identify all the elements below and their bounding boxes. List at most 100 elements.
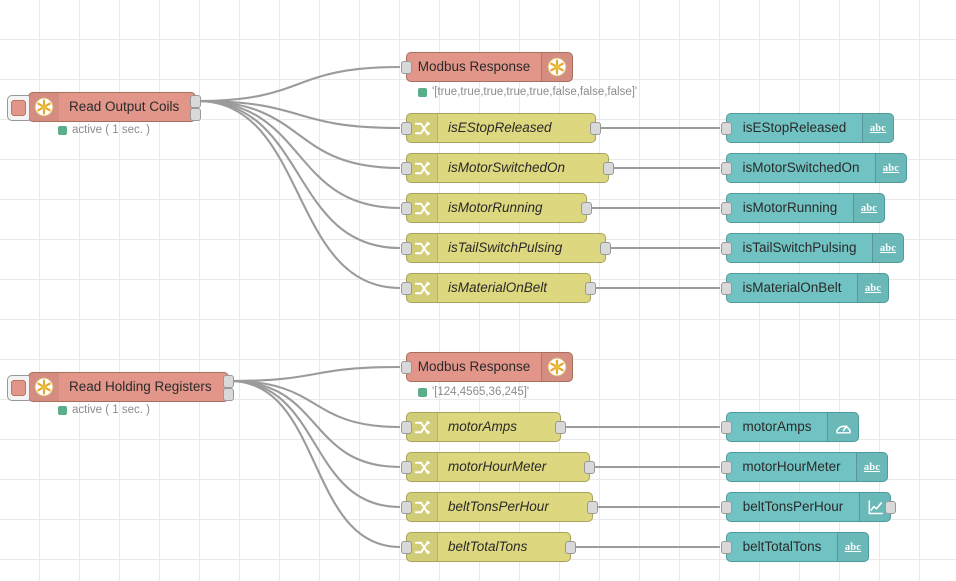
change-swap-icon — [414, 499, 430, 515]
abc-text-icon: abc — [869, 122, 887, 134]
status-text: active ( 1 sec. ) — [72, 404, 150, 416]
change-swap-icon-wrap — [407, 234, 438, 262]
change-node-isEStopReleased[interactable]: isEStopReleased — [401, 113, 601, 143]
modbus-asterisk-icon-wrap — [29, 373, 59, 401]
abc-text-icon-wrap: abc — [872, 234, 903, 262]
status-dot-icon — [418, 87, 427, 97]
wire — [229, 379, 401, 429]
wire — [229, 379, 401, 509]
node-input-port[interactable] — [401, 282, 412, 295]
ui-node-beltTonsPerHour[interactable]: beltTonsPerHour — [721, 492, 896, 522]
node-output-port[interactable] — [223, 375, 234, 388]
node-input-port[interactable] — [721, 122, 732, 135]
change-swap-icon — [414, 200, 430, 216]
node-label: beltTotalTons — [742, 539, 822, 554]
change-node-motorAmps[interactable]: motorAmps — [401, 412, 566, 442]
status-dot-icon — [58, 125, 67, 135]
node-label: beltTonsPerHour — [742, 499, 844, 514]
node-output-port[interactable] — [581, 202, 592, 215]
abc-text-icon-wrap: abc — [856, 453, 887, 481]
change-node-isMotorSwitchedOn[interactable]: isMotorSwitchedOn — [401, 153, 614, 183]
node-trigger-button[interactable] — [7, 95, 30, 121]
response-node-registers[interactable]: Modbus Response — [401, 352, 573, 382]
change-node-isMotorRunning[interactable]: isMotorRunning — [401, 193, 592, 223]
node-output-port[interactable] — [885, 501, 896, 514]
node-output-port[interactable] — [590, 122, 601, 135]
node-button-glyph — [11, 380, 26, 396]
source-node-registers[interactable]: Read Holding Registers — [7, 372, 234, 402]
node-input-port[interactable] — [401, 202, 412, 215]
node-input-port[interactable] — [721, 162, 732, 175]
ui-node-beltTotalTons[interactable]: beltTotalTons abc — [721, 532, 869, 562]
change-node-isMaterialOnBelt[interactable]: isMaterialOnBelt — [401, 273, 596, 303]
change-node-beltTonsPerHour[interactable]: beltTonsPerHour — [401, 492, 598, 522]
node-output-port[interactable] — [585, 282, 596, 295]
node-output-port[interactable] — [190, 95, 201, 108]
ui-node-motorAmps[interactable]: motorAmps — [721, 412, 859, 442]
node-input-port[interactable] — [721, 282, 732, 295]
node-input-port[interactable] — [401, 242, 412, 255]
response-status-coils: '[true,true,true,true,true,false,false,f… — [418, 86, 637, 98]
modbus-asterisk-icon-wrap — [541, 353, 572, 381]
response-node-coils[interactable]: Modbus Response — [401, 52, 573, 82]
node-input-port[interactable] — [401, 61, 412, 74]
status-dot-icon — [418, 387, 427, 397]
modbus-asterisk-icon — [34, 377, 54, 397]
node-input-port[interactable] — [721, 541, 732, 554]
node-input-port[interactable] — [721, 242, 732, 255]
line-chart-icon — [868, 499, 883, 514]
node-label: Modbus Response — [417, 59, 531, 74]
node-output-port[interactable] — [603, 162, 614, 175]
node-output-port[interactable] — [584, 461, 595, 474]
node-output-port[interactable] — [587, 501, 598, 514]
line-chart-icon-wrap — [859, 493, 890, 521]
node-input-port[interactable] — [401, 421, 412, 434]
change-swap-icon-wrap — [407, 114, 438, 142]
change-node-isTailSwitchPulsing[interactable]: isTailSwitchPulsing — [401, 233, 611, 263]
abc-text-icon-wrap: abc — [862, 114, 893, 142]
node-input-port[interactable] — [401, 361, 412, 374]
wire — [196, 99, 401, 250]
ui-node-isTailSwitchPulsing[interactable]: isTailSwitchPulsing abc — [721, 233, 904, 263]
node-input-port[interactable] — [401, 541, 412, 554]
node-output-port[interactable] — [223, 388, 234, 401]
node-input-port[interactable] — [401, 162, 412, 175]
change-swap-icon — [414, 459, 430, 475]
node-input-port[interactable] — [721, 461, 732, 474]
node-output-port[interactable] — [565, 541, 576, 554]
node-input-port[interactable] — [721, 421, 732, 434]
change-node-motorHourMeter[interactable]: motorHourMeter — [401, 452, 595, 482]
source-status-registers: active ( 1 sec. ) — [58, 404, 150, 416]
abc-text-icon-wrap: abc — [875, 154, 906, 182]
change-node-beltTotalTons[interactable]: beltTotalTons — [401, 532, 576, 562]
abc-text-icon: abc — [879, 242, 897, 254]
node-output-port[interactable] — [555, 421, 566, 434]
node-input-port[interactable] — [401, 461, 412, 474]
node-label: motorHourMeter — [448, 459, 547, 474]
wire — [196, 99, 401, 170]
wire — [229, 365, 401, 383]
node-output-port[interactable] — [190, 108, 201, 121]
node-trigger-button[interactable] — [7, 375, 30, 401]
node-input-port[interactable] — [721, 202, 732, 215]
wire — [196, 99, 401, 290]
modbus-asterisk-icon-wrap — [541, 53, 572, 81]
abc-text-icon: abc — [844, 541, 862, 553]
node-output-port[interactable] — [600, 242, 611, 255]
status-text: '[true,true,true,true,true,false,false,f… — [432, 86, 638, 98]
node-input-port[interactable] — [401, 122, 412, 135]
node-input-port[interactable] — [721, 501, 732, 514]
node-input-port[interactable] — [401, 501, 412, 514]
abc-text-icon: abc — [863, 461, 881, 473]
status-dot-icon — [58, 405, 67, 415]
source-node-coils[interactable]: Read Output Coils — [7, 92, 201, 122]
wire — [196, 99, 401, 130]
node-label: isTailSwitchPulsing — [742, 240, 857, 255]
change-swap-icon-wrap — [407, 274, 438, 302]
